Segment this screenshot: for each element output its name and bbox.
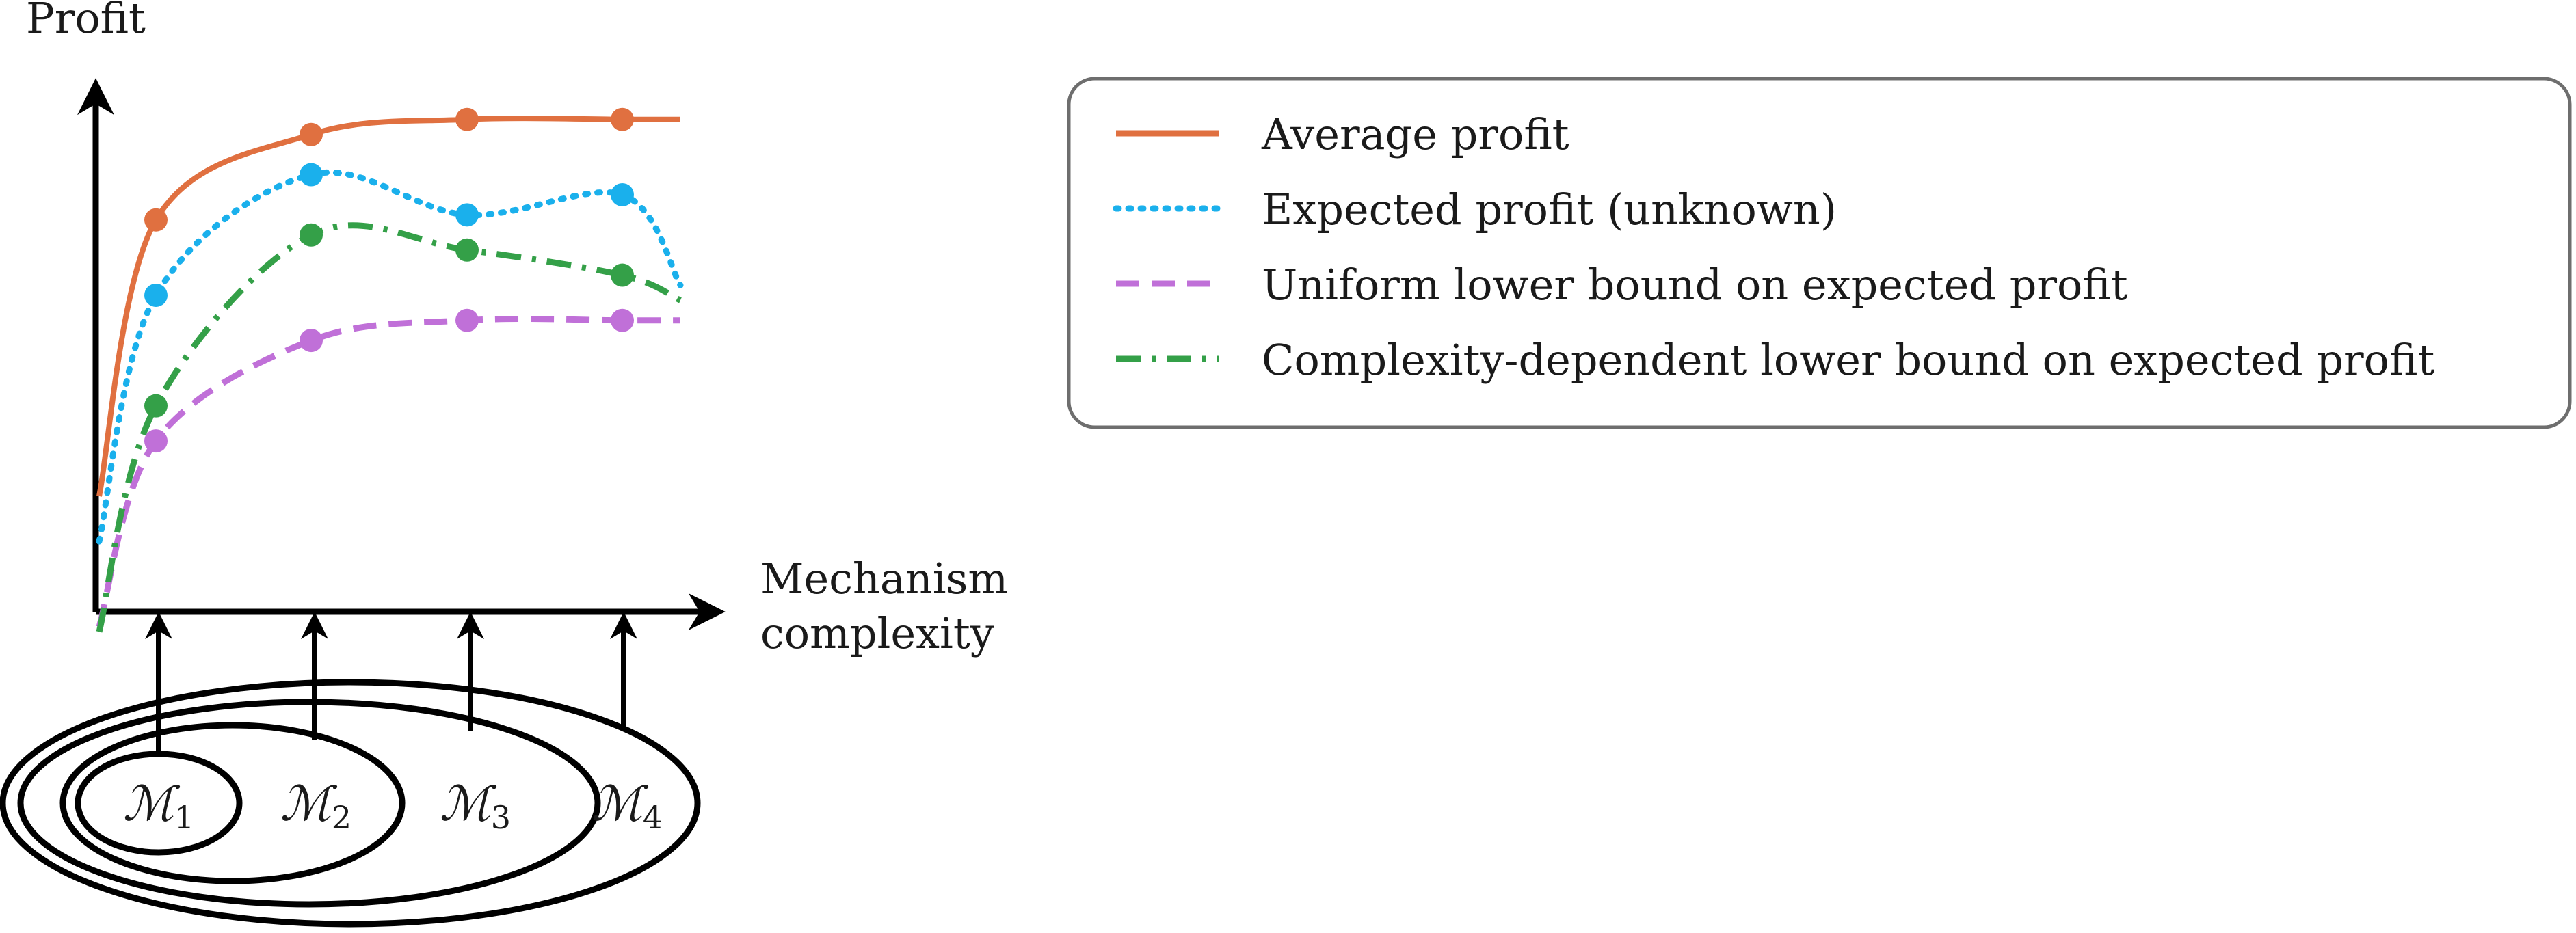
series-line-4 xyxy=(96,222,682,633)
legend-label-4: Complexity-dependent lower bound on expe… xyxy=(1262,335,2434,385)
legend-label-3: Uniform lower bound on expected profit xyxy=(1262,260,2128,310)
series-line-3 xyxy=(96,316,680,628)
series-3-point-4 xyxy=(611,308,634,332)
set-label-4-script: ℳ xyxy=(592,776,649,832)
series-1-point-3 xyxy=(455,107,479,131)
set-labels: ℳ1 ℳ2 ℳ3 ℳ4 xyxy=(123,776,663,836)
set-label-3-sub: 3 xyxy=(491,799,511,836)
series-line-1 xyxy=(96,116,680,497)
set-label-3: ℳ3 xyxy=(440,776,511,836)
series-2-point-1 xyxy=(144,283,168,307)
set-label-4-sub: 4 xyxy=(643,799,663,836)
series-4-point-3 xyxy=(455,238,479,262)
set-label-4: ℳ4 xyxy=(592,776,663,836)
legend-label-1: Average profit xyxy=(1261,109,1569,159)
set-arrows xyxy=(145,612,637,757)
series-4-point-1 xyxy=(144,394,168,418)
set-label-2-sub: 2 xyxy=(332,799,351,836)
series-2-point-2 xyxy=(300,163,323,187)
x-axis-label-line1: Mechanism xyxy=(760,554,1008,604)
set-label-2: ℳ2 xyxy=(280,776,351,836)
set-label-1-sub: 1 xyxy=(174,799,194,836)
series-1-point-1 xyxy=(144,208,168,232)
legend-label-2: Expected profit (unknown) xyxy=(1262,185,1837,234)
mechanism-sets xyxy=(0,679,701,928)
y-axis-label: Profit xyxy=(26,0,146,43)
series-3-point-3 xyxy=(455,308,479,332)
series-1-point-2 xyxy=(300,122,323,146)
set-label-1-script: ℳ xyxy=(123,776,181,832)
set-label-1: ℳ1 xyxy=(123,776,194,836)
set-label-2-script: ℳ xyxy=(280,776,338,832)
profit-curves xyxy=(96,107,684,633)
series-3-point-1 xyxy=(144,429,168,453)
series-3-point-2 xyxy=(300,329,323,353)
legend-box xyxy=(1067,77,2572,429)
series-1-point-4 xyxy=(611,107,634,131)
set-ellipse-4 xyxy=(0,679,701,928)
x-axis-label-line2: complexity xyxy=(760,608,994,658)
series-4-point-4 xyxy=(611,263,634,287)
set-ellipse-3 xyxy=(17,699,601,908)
series-2-point-3 xyxy=(455,203,479,227)
series-2-point-4 xyxy=(611,182,634,206)
set-ellipse-2 xyxy=(59,722,406,884)
series-4-point-2 xyxy=(300,223,323,247)
set-label-3-script: ℳ xyxy=(440,776,497,832)
